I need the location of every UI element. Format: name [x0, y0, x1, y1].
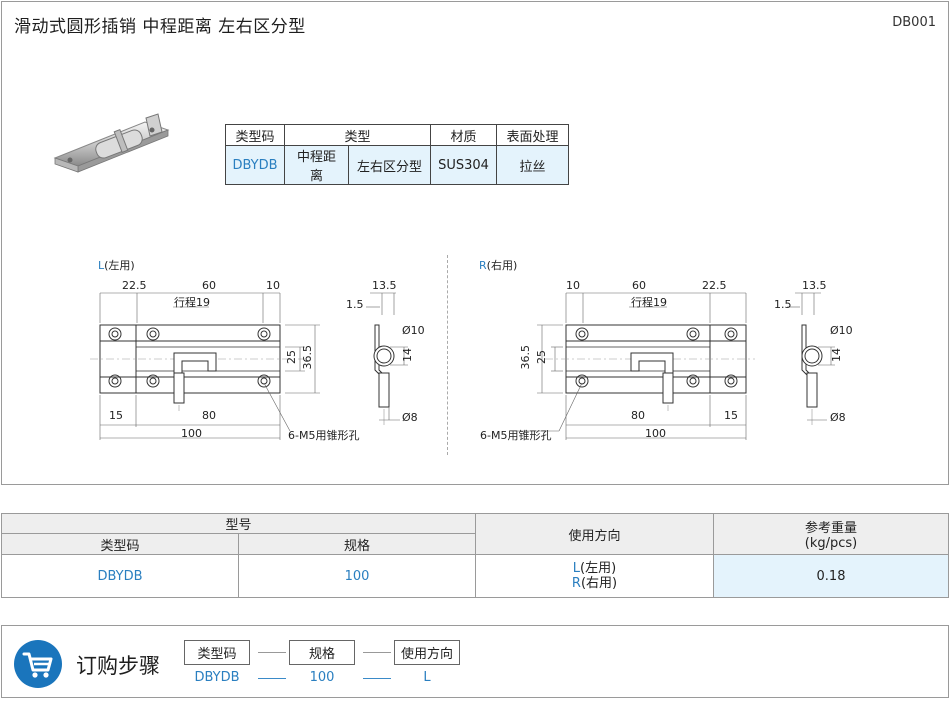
left-dim-36-5: 36.5 — [301, 345, 314, 370]
left-side-14: 14 — [401, 348, 414, 362]
header-weight: 参考重量(kg/pcs) — [713, 513, 949, 555]
header-type-code: 类型码 — [1, 533, 239, 555]
drawing-divider — [447, 255, 448, 455]
step-type-code-value: DBYDB — [194, 670, 240, 685]
order-table: 型号 类型码 规格 使用方向 参考重量(kg/pcs) DBYDB 100 L(… — [1, 513, 949, 598]
spec-type-code: DBYDB — [225, 145, 285, 185]
shopping-cart-icon — [14, 640, 62, 688]
left-dim-22-5: 22.5 — [122, 279, 147, 292]
spec-type-lr: 左右区分型 — [348, 145, 431, 185]
product-image — [53, 113, 170, 173]
right-dim-15: 15 — [724, 409, 738, 422]
spec-header-surface: 表面处理 — [496, 124, 569, 146]
spec-header-type-code: 类型码 — [225, 124, 285, 146]
right-side-1-5: 1.5 — [774, 298, 792, 311]
left-dim-10: 10 — [266, 279, 280, 292]
product-code: DB001 — [892, 15, 936, 30]
spec-type-distance: 中程距离 — [284, 145, 349, 185]
spec-surface: 拉丝 — [496, 145, 569, 185]
right-side-14: 14 — [830, 348, 843, 362]
left-hole-note: 6-M5用锥形孔 — [288, 429, 360, 442]
row-direction: L(左用) R(右用) — [475, 554, 714, 598]
right-dim-80: 80 — [631, 409, 645, 422]
left-side-phi8: Ø8 — [402, 411, 418, 424]
spec-material: SUS304 — [430, 145, 497, 185]
right-dim-60: 60 — [632, 279, 646, 292]
right-dim-25: 25 — [535, 350, 548, 364]
step-type-code-label: 类型码 — [184, 640, 250, 665]
product-panel — [1, 1, 949, 485]
left-dim-stroke: 行程19 — [174, 296, 210, 309]
row-type-code: DBYDB — [1, 554, 239, 598]
spec-table: 类型码 类型 材质 表面处理 DBYDB 中程距离 左右区分型 SUS304 拉… — [225, 124, 569, 185]
left-dim-80: 80 — [202, 409, 216, 422]
step-connector — [363, 678, 391, 679]
right-hole-note: 6-M5用锥形孔 — [480, 429, 552, 442]
left-dim-15: 15 — [109, 409, 123, 422]
row-weight: 0.18 — [713, 554, 949, 598]
right-drawing-title: R(右用) — [479, 259, 518, 272]
right-dim-stroke: 行程19 — [631, 296, 667, 309]
left-dim-25: 25 — [285, 350, 298, 364]
left-dim-60: 60 — [202, 279, 216, 292]
right-dim-22-5: 22.5 — [702, 279, 727, 292]
header-direction: 使用方向 — [475, 513, 714, 555]
spec-header-type: 类型 — [284, 124, 431, 146]
header-model: 型号 — [1, 513, 476, 534]
step-connector — [258, 652, 286, 653]
header-spec: 规格 — [238, 533, 476, 555]
step-spec-value: 100 — [309, 670, 335, 685]
page-title: 滑动式圆形插销 中程距离 左右区分型 — [14, 17, 306, 37]
right-dim-36-5: 36.5 — [519, 345, 532, 370]
left-dim-100: 100 — [181, 427, 202, 440]
left-side-1-5: 1.5 — [346, 298, 364, 311]
right-drawing — [515, 292, 835, 440]
right-side-13-5: 13.5 — [802, 279, 827, 292]
spec-header-material: 材质 — [430, 124, 497, 146]
row-spec: 100 — [238, 554, 476, 598]
right-side-phi10: Ø10 — [830, 324, 853, 337]
step-direction-label: 使用方向 — [394, 640, 460, 665]
step-spec-label: 规格 — [289, 640, 355, 665]
left-drawing — [90, 292, 408, 440]
left-side-phi10: Ø10 — [402, 324, 425, 337]
left-side-13-5: 13.5 — [372, 279, 397, 292]
step-connector — [258, 678, 286, 679]
right-dim-10: 10 — [566, 279, 580, 292]
right-side-phi8: Ø8 — [830, 411, 846, 424]
right-dim-100: 100 — [645, 427, 666, 440]
order-steps-panel: 订购步骤 类型码 规格 使用方向 DBYDB 100 L — [1, 625, 949, 698]
step-direction-value: L — [423, 670, 431, 685]
left-drawing-title: L(左用) — [98, 259, 135, 272]
step-connector — [363, 652, 391, 653]
order-steps-title: 订购步骤 — [76, 654, 160, 678]
